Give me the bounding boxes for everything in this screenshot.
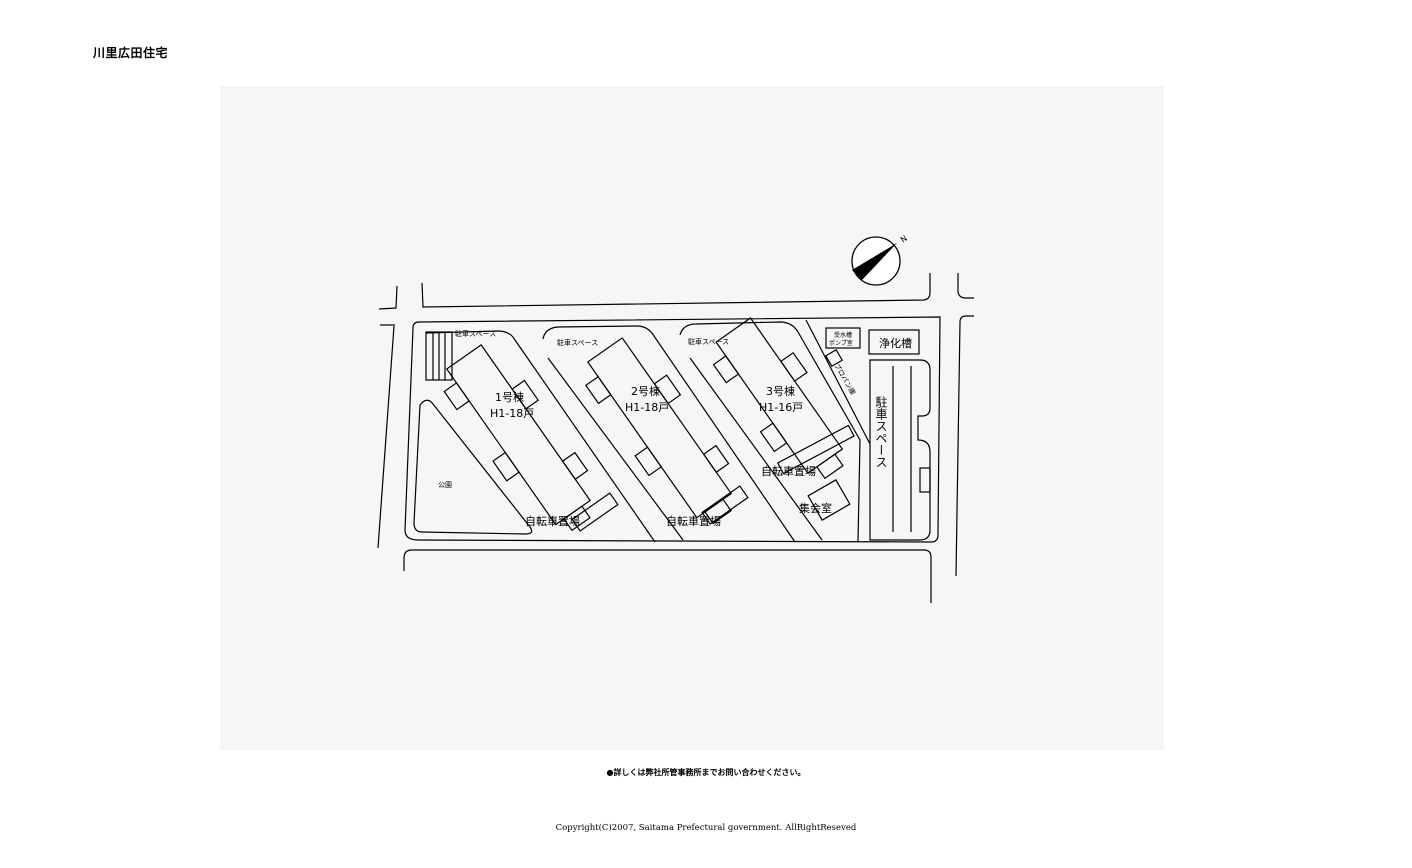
building-2: [585, 337, 733, 525]
parking-vertical-label: 駐車スペース: [874, 395, 888, 468]
septic-tank-label: 浄化槽: [879, 336, 912, 350]
pump-room-label-1: 受水槽: [834, 331, 852, 339]
site-boundary: [404, 316, 941, 543]
parking-vertical-block: [869, 359, 931, 541]
building-1-units: H1-18戸: [490, 407, 534, 420]
inner-road-5: [547, 357, 684, 541]
propane-shed: [824, 348, 844, 368]
road-top: [378, 273, 974, 326]
parking-rows-left: [425, 331, 453, 381]
building-3: [712, 317, 844, 480]
meeting-hall: [807, 479, 851, 521]
road-right: [955, 315, 974, 577]
septic-tank: [868, 329, 920, 355]
meeting-hall-label: 集会室: [799, 501, 832, 515]
building-1: [443, 344, 591, 532]
road-left: [377, 325, 395, 549]
pump-room: [825, 327, 861, 349]
bicycle-shed-2: [701, 485, 749, 525]
park-area: [413, 399, 533, 535]
building-3-units: H1-16戸: [759, 401, 803, 414]
parking-label-3: 駐車スペース: [688, 337, 729, 346]
building-1-name: 1号棟: [495, 390, 524, 404]
inner-road-4: [805, 319, 871, 445]
inner-road-3: [679, 321, 861, 543]
scan-background: [220, 86, 1164, 750]
bicycle-shed-1: [571, 492, 619, 532]
inner-road-1: [425, 330, 656, 543]
building-2-name: 2号棟: [631, 384, 660, 398]
inner-road-6: [689, 357, 823, 541]
page-title: 川里広田住宅: [93, 46, 169, 60]
parking-label-1: 駐車スペース: [455, 329, 496, 338]
road-bottom: [403, 549, 932, 603]
bicycle-label-3: 自転車置場: [761, 464, 816, 478]
copyright: Copyright(C)2007, Saitama Prefectural go…: [555, 823, 857, 833]
north-arrow: N: [851, 234, 909, 286]
pump-room-label-2: ポンプ室: [829, 339, 853, 347]
bicycle-label-1: 自転車置場: [525, 514, 580, 528]
park-label: 公園: [438, 481, 452, 489]
bicycle-label-2: 自転車置場: [666, 514, 721, 528]
north-symbol: N: [899, 234, 909, 245]
bicycle-shed-3: [776, 424, 855, 475]
inner-road-2: [542, 325, 796, 543]
contact-note: ●詳しくは弊社所管事務所までお問い合わせください。: [606, 768, 806, 777]
building-2-units: H1-18戸: [625, 401, 669, 414]
parking-label-2: 駐車スペース: [557, 338, 598, 347]
building-3-name: 3号棟: [766, 384, 795, 398]
